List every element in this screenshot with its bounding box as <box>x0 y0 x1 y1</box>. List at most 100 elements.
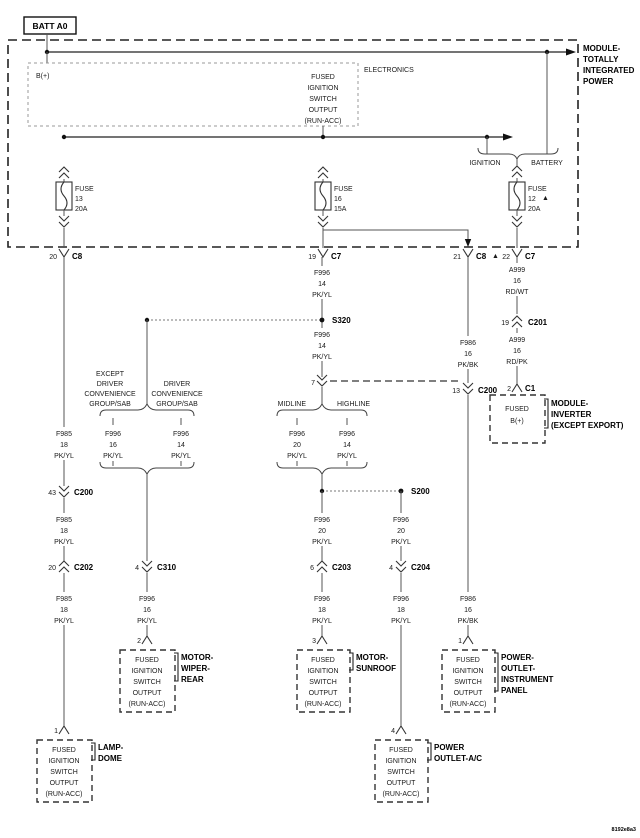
svg-text:FUSED: FUSED <box>135 657 159 664</box>
svg-text:FUSE: FUSE <box>75 186 94 193</box>
svg-text:3: 3 <box>312 638 316 645</box>
svg-text:OUTPUT: OUTPUT <box>133 690 163 697</box>
svg-text:PK/YL: PK/YL <box>391 539 411 546</box>
svg-text:C1: C1 <box>525 384 536 393</box>
svg-text:IGNITION: IGNITION <box>452 668 483 675</box>
svg-text:SWITCH: SWITCH <box>387 769 415 776</box>
svg-text:PK/YL: PK/YL <box>312 292 332 299</box>
svg-text:CONVENIENCE: CONVENIENCE <box>84 391 136 398</box>
svg-text:F986: F986 <box>460 596 476 603</box>
svg-text:FUSED: FUSED <box>505 406 529 413</box>
connector-y-icon <box>317 248 329 259</box>
svg-text:2: 2 <box>137 638 141 645</box>
svg-text:OUTLET-A/C: OUTLET-A/C <box>434 754 482 763</box>
svg-text:C204: C204 <box>411 563 431 572</box>
wire-label: A999 16 RD/WT <box>502 263 532 296</box>
svg-text:PK/YL: PK/YL <box>391 618 411 625</box>
module-pin-icon <box>141 635 153 645</box>
svg-text:43: 43 <box>48 490 56 497</box>
svg-text:F986: F986 <box>460 340 476 347</box>
merge-brace <box>99 461 195 476</box>
svg-text:FUSED: FUSED <box>52 747 76 754</box>
svg-text:F985: F985 <box>56 431 72 438</box>
connector-y-icon <box>462 248 474 259</box>
svg-text:IGNITION: IGNITION <box>307 668 338 675</box>
svg-text:C201: C201 <box>528 318 548 327</box>
svg-text:F996: F996 <box>393 596 409 603</box>
svg-text:13: 13 <box>75 196 83 203</box>
svg-text:16: 16 <box>464 607 472 614</box>
svg-text:16: 16 <box>513 348 521 355</box>
ignition-battery-brace <box>477 147 559 161</box>
svg-text:A999: A999 <box>509 337 525 344</box>
svg-text:SWITCH: SWITCH <box>309 96 337 103</box>
pin-wiper: 2 <box>137 635 153 645</box>
module-motor-wiper-rear: FUSED IGNITION SWITCH OUTPUT (RUN-ACC) M… <box>119 649 214 713</box>
connector-chevron-icon <box>58 485 70 498</box>
connector-c200-pin7: 7 <box>311 374 328 387</box>
wire-label: F986 16 PK/BK <box>453 336 483 369</box>
connector-chevron-icon <box>317 215 329 228</box>
svg-text:PK/YL: PK/YL <box>171 453 191 460</box>
svg-text:21: 21 <box>453 254 461 261</box>
svg-text:1: 1 <box>54 728 58 735</box>
svg-text:IGNITION: IGNITION <box>307 85 338 92</box>
branch-to-c8 <box>323 229 469 239</box>
connector-c202: 20 C202 <box>48 560 94 573</box>
connector-chevron-icon <box>141 560 153 573</box>
wire-label: F996 16 PK/YL <box>132 592 162 625</box>
svg-text:16: 16 <box>513 278 521 285</box>
module-motor-sunroof: FUSED IGNITION SWITCH OUTPUT (RUN-ACC) M… <box>296 649 396 713</box>
connector-chevron-icon <box>462 382 474 395</box>
svg-text:19: 19 <box>501 320 509 327</box>
svg-text:OUTLET-: OUTLET- <box>501 664 536 673</box>
svg-text:FUSE: FUSE <box>334 186 353 193</box>
svg-text:OUTPUT: OUTPUT <box>50 780 80 787</box>
junction-dot <box>320 134 326 140</box>
svg-text:SWITCH: SWITCH <box>309 679 337 686</box>
svg-text:PK/YL: PK/YL <box>337 453 357 460</box>
module-power-outlet-ip: FUSED IGNITION SWITCH OUTPUT (RUN-ACC) P… <box>441 649 554 713</box>
svg-text:B(+): B(+) <box>510 418 523 425</box>
svg-text:20A: 20A <box>75 206 88 213</box>
splice-s200-label: S200 <box>411 487 430 496</box>
svg-text:POWER: POWER <box>434 743 464 752</box>
svg-text:(RUN-ACC): (RUN-ACC) <box>383 791 420 798</box>
svg-text:22: 22 <box>502 254 510 261</box>
svg-text:18: 18 <box>60 528 68 535</box>
connector-chevron-icon <box>317 166 329 179</box>
svg-text:(RUN-ACC): (RUN-ACC) <box>450 701 487 708</box>
connector-chevron-icon <box>395 560 407 573</box>
branch-label-except-dcg: EXCEPT DRIVER CONVENIENCE GROUP/SAB <box>84 371 136 408</box>
electronics-label: ELECTRONICS <box>364 67 414 74</box>
svg-text:C8: C8 <box>476 252 487 261</box>
tipm-box <box>7 39 579 248</box>
svg-text:18: 18 <box>60 442 68 449</box>
svg-text:20: 20 <box>397 528 405 535</box>
svg-text:15A: 15A <box>334 206 347 213</box>
svg-text:SWITCH: SWITCH <box>50 769 78 776</box>
module-power-outlet-ac: FUSED IGNITION SWITCH OUTPUT (RUN-ACC) P… <box>374 739 482 803</box>
svg-text:INTEGRATED: INTEGRATED <box>583 66 635 75</box>
flow-arrow-icon <box>503 133 513 141</box>
connector-chevron-icon <box>316 560 328 573</box>
flag-triangle-icon: ▲ <box>492 253 499 260</box>
connector-chevron-icon <box>58 166 70 179</box>
svg-text:GROUP/SAB: GROUP/SAB <box>89 401 131 408</box>
svg-text:19: 19 <box>308 254 316 261</box>
svg-text:20: 20 <box>293 442 301 449</box>
svg-text:DRIVER: DRIVER <box>97 381 123 388</box>
label-bracket <box>174 652 179 682</box>
svg-text:F996: F996 <box>339 431 355 438</box>
svg-text:13: 13 <box>452 388 460 395</box>
svg-text:16: 16 <box>109 442 117 449</box>
tipm-label: MODULE- TOTALLY INTEGRATED POWER <box>583 44 635 86</box>
svg-text:OUTPUT: OUTPUT <box>387 780 417 787</box>
fuse-element-icon <box>513 181 521 211</box>
svg-text:EXCEPT: EXCEPT <box>96 371 125 378</box>
svg-text:LAMP-: LAMP- <box>98 743 124 752</box>
connector-c200-pin43: 43 C200 <box>48 485 94 498</box>
svg-text:F996: F996 <box>314 270 330 277</box>
